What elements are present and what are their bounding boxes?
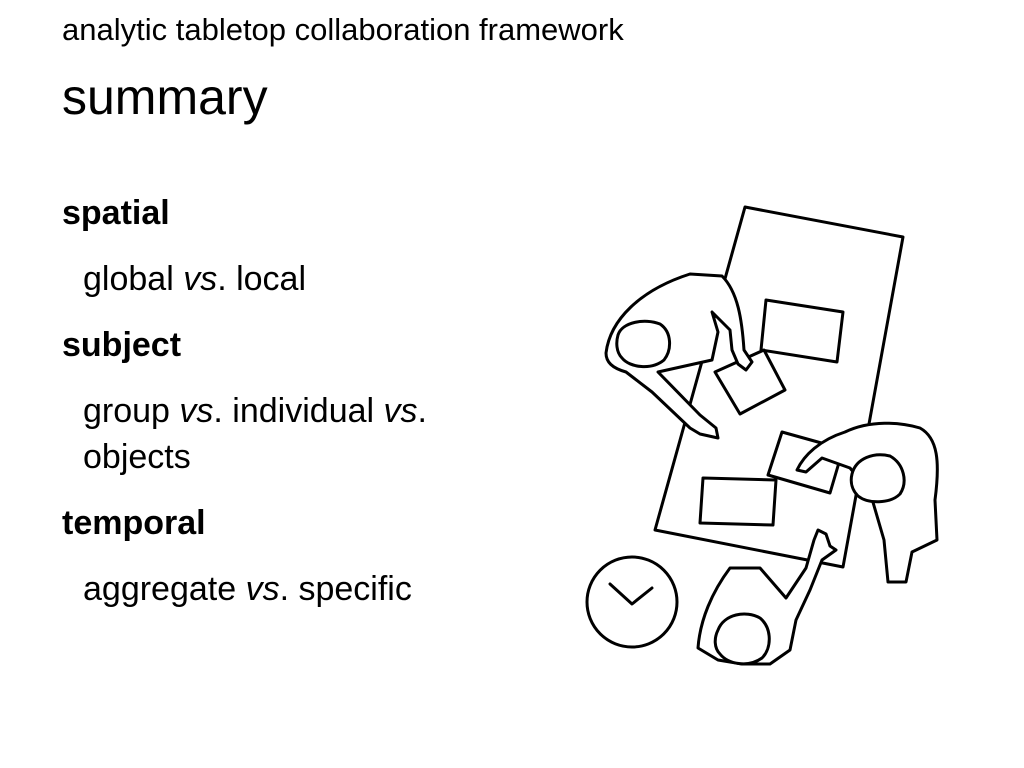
- item-emphasis: vs: [245, 570, 280, 608]
- slide-subtitle: analytic tabletop collaboration framewor…: [62, 12, 624, 47]
- item-text: group: [83, 392, 180, 430]
- item-emphasis: vs: [179, 392, 214, 430]
- paper-icon: [698, 476, 778, 527]
- paper-icon: [759, 298, 845, 364]
- item-emphasis: vs: [383, 392, 418, 430]
- section-heading-temporal: temporal: [62, 504, 206, 542]
- item-emphasis: vs: [183, 260, 218, 298]
- item-text: . specific: [279, 570, 412, 608]
- item-text: aggregate: [83, 570, 246, 608]
- person-top-left-icon: [604, 272, 754, 440]
- section-item-spatial: global vs. local: [83, 256, 532, 302]
- clock-icon: [585, 555, 679, 649]
- slide-title: summary: [62, 69, 268, 125]
- item-text: global: [83, 260, 184, 298]
- section-item-subject: group vs. individual vs. objects: [83, 388, 532, 480]
- section-heading-subject: subject: [62, 326, 182, 364]
- person-bottom-icon: [696, 528, 838, 666]
- item-text: . individual: [213, 392, 384, 430]
- person-right-icon: [795, 421, 939, 584]
- section-item-temporal: aggregate vs. specific: [83, 566, 532, 612]
- section-heading-spatial: spatial: [62, 194, 170, 232]
- tabletop-collaboration-illustration: [580, 200, 950, 675]
- bullet-list: spatial global vs. local subject group v…: [62, 190, 532, 612]
- item-text: . objects: [83, 392, 427, 476]
- item-text: . local: [217, 260, 307, 298]
